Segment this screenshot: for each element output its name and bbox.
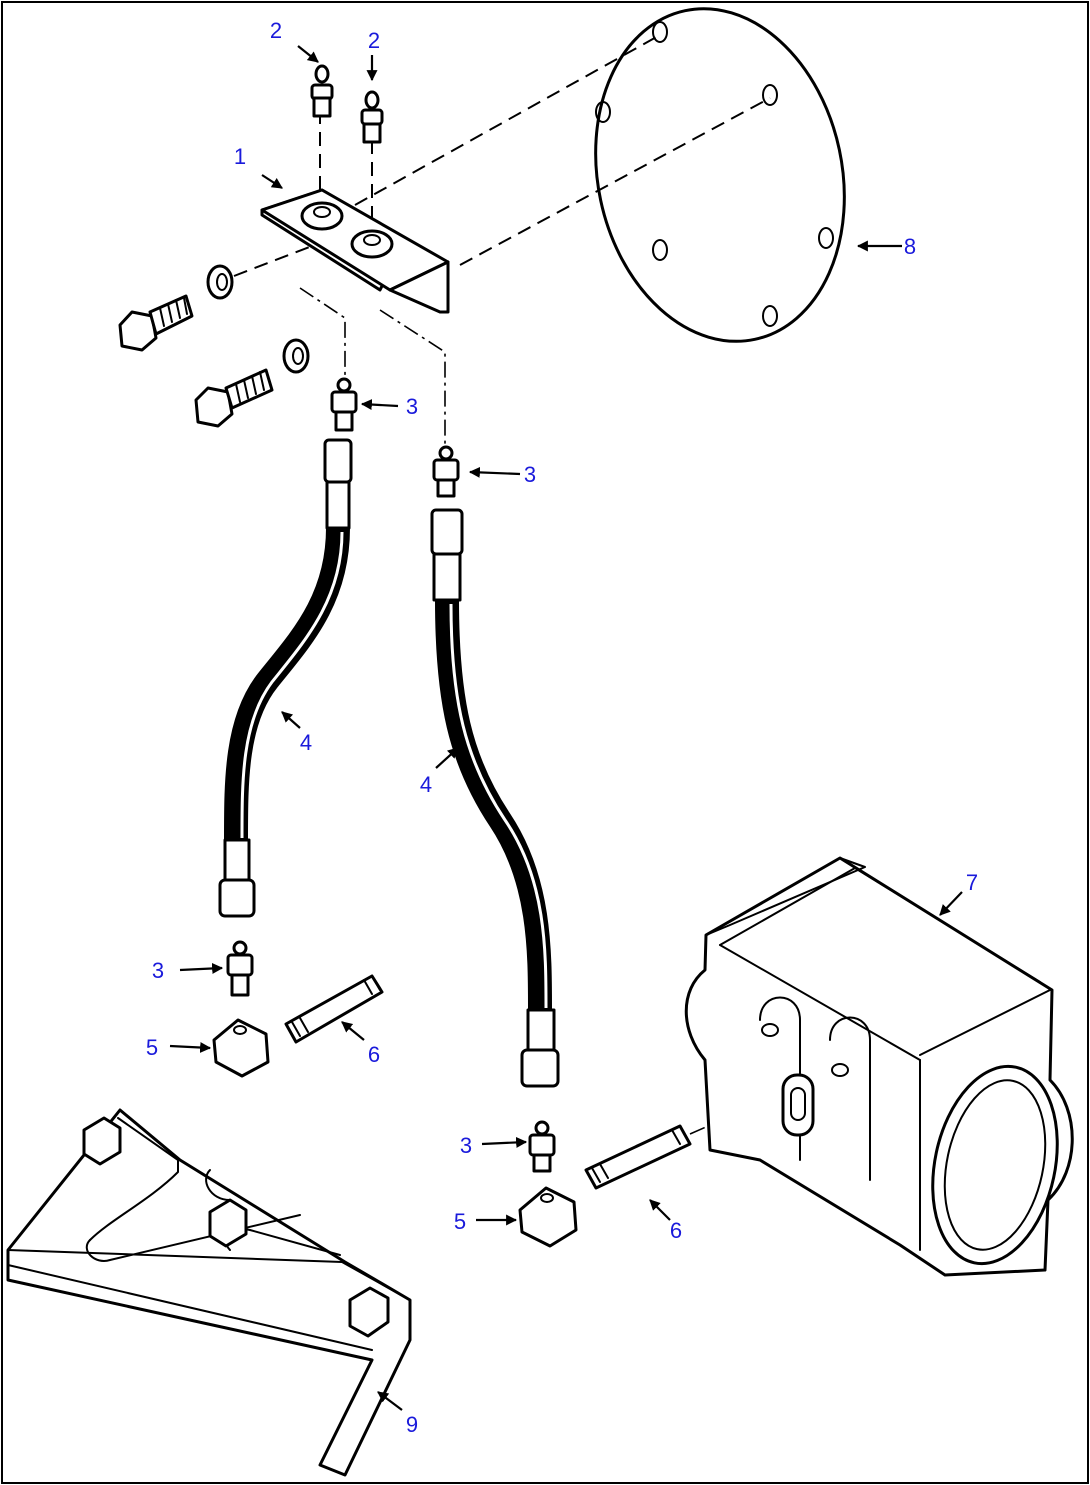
callout-2a: 2 (270, 18, 282, 43)
nipple-left (284, 974, 384, 1044)
leader-lines (169, 45, 963, 1411)
lock-washer-upper (206, 264, 234, 300)
adapter-b (432, 445, 460, 498)
callout-5b: 5 (454, 1209, 466, 1234)
elbow-left (212, 1018, 270, 1078)
grease-fitting-a (310, 64, 334, 118)
callout-4a: 4 (300, 730, 312, 755)
callout-5a: 5 (146, 1035, 158, 1060)
callout-1: 1 (234, 144, 246, 169)
hose-right (430, 508, 560, 1088)
callout-4b: 4 (420, 772, 432, 797)
adapter-c (226, 940, 254, 997)
callout-6a: 6 (368, 1042, 380, 1067)
alignment-lines (233, 34, 771, 445)
cover-plate (594, 7, 846, 343)
adapter-d (528, 1120, 556, 1173)
callout-2b: 2 (368, 28, 380, 53)
callout-3b: 3 (524, 462, 536, 487)
bolt-upper (118, 294, 194, 352)
callout-3c: 3 (152, 958, 164, 983)
hose-left (218, 438, 353, 918)
adapter-a (330, 377, 358, 432)
nipple-right (584, 1089, 791, 1190)
callout-labels: 1 2 2 3 3 3 3 4 4 5 5 6 6 7 8 9 (146, 18, 978, 1437)
callout-6b: 6 (670, 1218, 682, 1243)
callout-3d: 3 (460, 1133, 472, 1158)
lock-washer-lower (282, 338, 310, 374)
elbow-right (518, 1186, 578, 1248)
bolt-lower (194, 368, 274, 428)
callout-3a: 3 (406, 394, 418, 419)
guard-frame (6, 1108, 412, 1477)
callout-7: 7 (966, 870, 978, 895)
callout-9: 9 (406, 1412, 418, 1437)
callout-8: 8 (904, 234, 916, 259)
mounting-bracket (260, 188, 450, 314)
axle-housing (684, 856, 1074, 1277)
grease-fitting-b (360, 90, 384, 144)
